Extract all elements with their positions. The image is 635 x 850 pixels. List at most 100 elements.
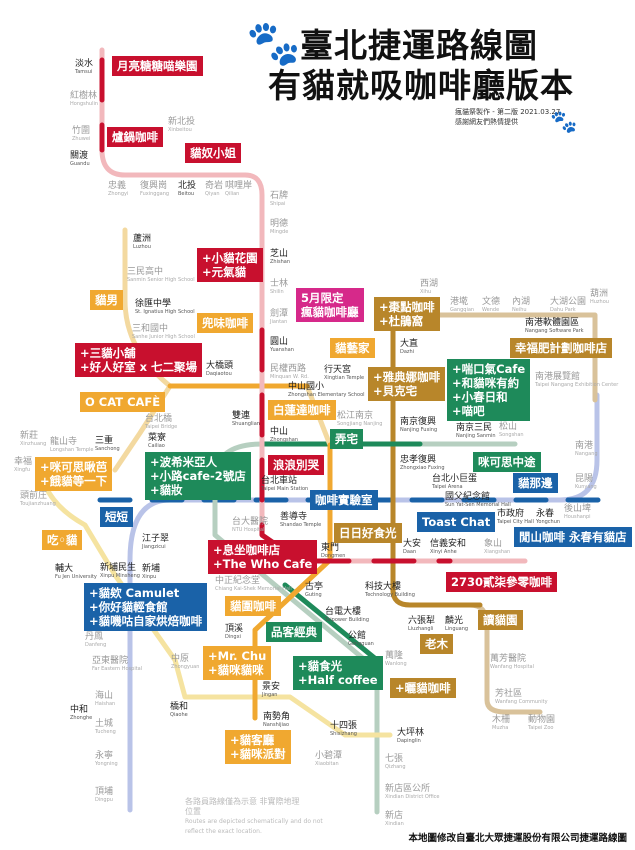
cafe-label: 浪浪別哭 (268, 455, 324, 475)
cafe-name: +貓咪派對 (230, 747, 286, 761)
station-name-en: Houshanpi (564, 514, 591, 520)
cafe-label: 閒山咖啡 永春有貓店 (514, 527, 632, 547)
station-name-zh: 雙連 (232, 411, 251, 421)
